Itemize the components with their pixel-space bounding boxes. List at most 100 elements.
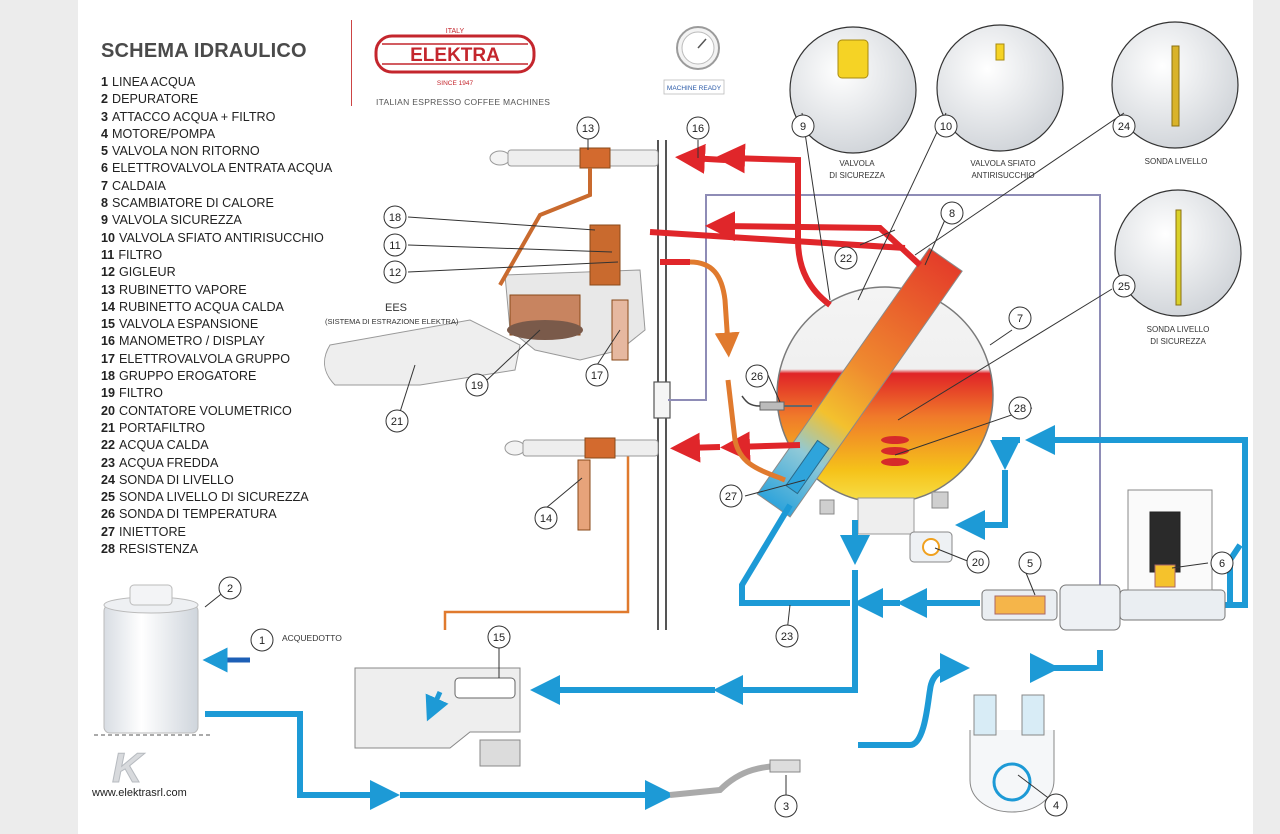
detail-9-label-1: VALVOLA — [839, 159, 875, 168]
mixed-water-lines — [443, 259, 786, 630]
brand-top: ITALY — [446, 28, 465, 35]
legend-label: ACQUA FREDDA — [119, 455, 219, 470]
callout-number: 18 — [389, 212, 401, 224]
legend-label: ATTACCO ACQUA + FILTRO — [112, 109, 276, 124]
callout-circle — [385, 409, 409, 433]
callout-16: 16 — [686, 116, 710, 140]
callout-circle — [686, 116, 710, 140]
legend-number: 5 — [101, 144, 109, 159]
ees-label: EES — [385, 302, 407, 314]
legend-number: 19 — [101, 386, 116, 401]
legend-number: 8 — [101, 196, 109, 211]
legend-number: 16 — [101, 334, 116, 349]
callout-number: 24 — [1118, 121, 1130, 133]
injector — [785, 439, 830, 495]
legend-number: 13 — [101, 282, 116, 297]
legend-label: MOTORE/POMPA — [112, 126, 216, 141]
legend-label: VALVOLA SICUREZZA — [112, 213, 242, 228]
callout-number: 4 — [1053, 800, 1059, 812]
callout-circle — [966, 550, 990, 574]
callout-22: 22 — [834, 246, 858, 270]
callout-circle — [465, 373, 489, 397]
callout-circle — [940, 201, 964, 225]
k-logo-letter: K — [112, 744, 145, 791]
callout-14: 14 — [534, 506, 558, 530]
legend-label: RUBINETTO ACQUA CALDA — [119, 299, 284, 314]
callout-number: 19 — [471, 380, 483, 392]
callout-circle — [745, 364, 769, 388]
callout-number: 20 — [972, 557, 984, 569]
callout-circle — [585, 363, 609, 387]
callout-5: 5 — [1018, 551, 1042, 575]
callout-number: 25 — [1118, 281, 1130, 293]
callout-circle — [1008, 306, 1032, 330]
callout-21: 21 — [385, 409, 409, 433]
brand-tagline: ITALIAN ESPRESSO COFFEE MACHINES — [376, 97, 551, 107]
callout-circle — [383, 233, 407, 257]
callout-12: 12 — [383, 260, 407, 284]
callout-circle — [1112, 274, 1136, 298]
legend-number: 21 — [101, 420, 116, 435]
callout-number: 21 — [391, 416, 403, 428]
callout-circle — [534, 506, 558, 530]
leader-lines — [204, 112, 1209, 805]
legend-label: RUBINETTO VAPORE — [119, 282, 247, 297]
callout-circle — [719, 484, 743, 508]
callout-number: 9 — [800, 121, 806, 133]
legend-number: 10 — [101, 230, 116, 245]
callout-23: 23 — [775, 624, 799, 648]
callout-number: 27 — [725, 491, 737, 503]
callout-15: 15 — [487, 625, 511, 649]
legend-number: 23 — [101, 455, 116, 470]
callout-number: 16 — [692, 123, 704, 135]
callout-circle — [1018, 551, 1042, 575]
detail-safety-valve: VALVOLA DI SICUREZZA — [789, 26, 917, 180]
detail-9-label-2: DI SICUREZZA — [829, 171, 885, 180]
hot-water-tap — [504, 437, 659, 531]
cold-water-lines — [205, 425, 1248, 810]
legend-label: DEPURATORE — [112, 92, 199, 107]
callout-circle — [934, 114, 958, 138]
legend-number: 26 — [101, 507, 116, 522]
detail-level-probe: SONDA LIVELLO — [1111, 21, 1239, 166]
callout-number: 11 — [389, 240, 400, 252]
callout-circle — [1008, 396, 1032, 420]
callout-20: 20 — [966, 550, 990, 574]
brand-since: SINCE 1947 — [437, 80, 474, 87]
legend-label: ELETTROVALVOLA ENTRATA ACQUA — [112, 161, 333, 176]
callout-number: 22 — [840, 253, 852, 265]
callout-number: 1 — [259, 635, 265, 647]
pump — [969, 694, 1055, 813]
legend-number: 24 — [101, 472, 116, 487]
callout-number: 8 — [949, 208, 955, 220]
callout-8: 8 — [940, 201, 964, 225]
callout-28: 28 — [1008, 396, 1032, 420]
legend-number: 28 — [101, 542, 116, 557]
legend-label: VALVOLA SFIATO ANTIRISUCCHIO — [119, 230, 324, 245]
callout-number: 26 — [751, 371, 763, 383]
callout-1: 1 — [250, 628, 274, 652]
legend-number: 11 — [101, 247, 115, 262]
callout-circle — [383, 260, 407, 284]
legend-label: SCAMBIATORE DI CALORE — [112, 196, 274, 211]
website-link[interactable]: www.elektrasrl.com — [92, 787, 187, 799]
brand-name: ELEKTRA — [410, 45, 500, 66]
